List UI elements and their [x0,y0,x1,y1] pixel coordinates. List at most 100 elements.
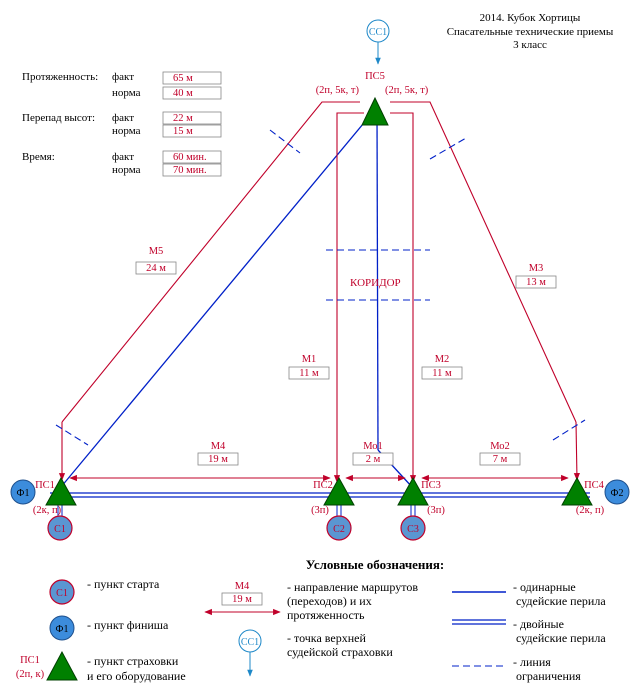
stat-time-norm: 70 мин. [173,165,207,176]
limit-line [552,419,586,441]
stat-box [162,124,222,138]
ps3-equip: (3п) [427,505,445,516]
ps2-equip: (3п) [311,505,329,516]
ps1-equip: (2к, п) [33,505,62,516]
legend-route-name: М4 [235,581,250,592]
legend-belay-text-2: и его оборудование [87,669,186,683]
legend-start-text: - пункт старта [87,577,160,591]
ps4-equip: (2к, п) [576,505,605,516]
finish-f2-label: Ф2 [611,488,624,499]
legend-start-symbol-label: С1 [56,588,68,599]
legend-route-text-3: протяженность [287,608,365,622]
route-m2-name: М2 [435,354,450,365]
stat-box [162,71,222,85]
start-c1 [47,515,73,541]
route-m1-length: 11 м [299,368,319,379]
legend-anchor-text-1: - точка верхней [287,631,366,645]
finish-points: Ф1 Ф2 [10,479,630,505]
legend-route-length: 19 м [232,594,252,605]
header-subtitle: Спасательные технические приемы [447,26,614,38]
route-m2-length: 11 м [432,368,452,379]
stat-length-norm-key: норма [112,87,141,99]
legend-route-box [221,592,263,606]
route-m5 [61,101,360,423]
legend-anchor-text-2: судейской страховки [287,645,393,659]
start-c1-label: С1 [54,524,66,535]
legend-finish-symbol [49,615,75,641]
route-box [421,366,463,380]
route-mo1-name: Мо1 [363,441,383,452]
start-c2-label: С2 [333,524,345,535]
legend-limit-text-2: ограничения [516,669,581,683]
stat-height-fact-key: факт [112,112,134,124]
stat-box [162,150,222,164]
stat-height-fact: 22 м [173,113,193,124]
route-m1 [333,112,364,483]
ps1-label: ПС1 [35,480,55,491]
limit-line [55,424,89,446]
start-c3 [400,515,426,541]
route-m3 [390,101,577,423]
legend-belay-equip: (2п, к) [16,669,45,680]
route-box [135,261,177,275]
route-m5-length: 24 м [146,263,166,274]
stat-height-norm: 15 м [173,126,193,137]
ps5-left-equip: (2п, 5к, т) [316,85,360,96]
belay-ps3 [397,476,429,506]
start-points: С1 С2 С3 [47,515,426,541]
belay-ps5 [361,96,389,126]
route-m3-name: М3 [529,263,544,274]
start-c3-label: С3 [407,524,419,535]
top-anchor: СС1 [366,19,390,65]
belay-ps4 [561,476,593,506]
stat-length-label: Протяженность: [22,71,98,83]
header: 2014. Кубок Хортицы Спасательные техниче… [447,12,614,51]
belay-ps2 [323,476,355,506]
stat-length-fact: 65 м [173,73,193,84]
limit-line [429,137,467,160]
stat-length-norm: 40 м [173,88,193,99]
belay-points [45,96,593,506]
stat-time-fact: 60 мин. [173,152,207,163]
stat-time-label: Время: [22,151,55,163]
legend-title: Условные обозначения: [306,557,445,572]
finish-f1 [10,479,36,505]
route-m3-arrow [573,421,580,481]
legend-belay-text-1: - пункт страховки [87,654,179,668]
legend-double-text-1: - двойные [513,617,564,631]
legend-single-text-1: - одинарные [513,580,576,594]
route-box [352,452,394,466]
single-rope-diagonal [60,111,374,488]
limit-lines [55,129,586,446]
stat-height-norm-key: норма [112,125,141,137]
anchor-label: СС1 [369,27,387,38]
route-labels: М5 24 м М3 13 м М1 11 м М2 11 м М4 19 м … [135,246,557,466]
ps5-right-equip: (2п, 5к, т) [385,85,429,96]
legend-route-text-1: - направление маршрутов [287,580,418,594]
stat-time-norm-key: норма [112,164,141,176]
header-class: 3 класс [513,39,547,51]
start-c2 [326,515,352,541]
route-m4-length: 19 м [208,454,228,465]
stat-box [162,163,222,177]
route-lines [58,101,580,483]
legend-single-text-2: судейские перила [516,594,606,608]
single-rope-vertical [376,112,379,451]
corridor-label: КОРИДОР [350,277,401,289]
limit-line [269,129,301,154]
stat-length-fact-key: факт [112,71,134,83]
ps3-label: ПС3 [421,480,441,491]
route-m4-name: М4 [211,441,226,452]
belay-ps1 [45,476,77,506]
ps5-label: ПС5 [365,71,385,82]
finish-f2 [604,479,630,505]
stat-height-label: Перепад высот: [22,112,95,124]
finish-f1-label: Ф1 [17,488,30,499]
stat-time-fact-key: факт [112,151,134,163]
legend-double-text-2: судейские перила [516,631,606,645]
route-mo2-length: 7 м [493,454,508,465]
legend-finish-text: - пункт финиша [87,618,169,632]
legend-belay-symbol [46,650,78,681]
start-connectors [57,497,416,517]
